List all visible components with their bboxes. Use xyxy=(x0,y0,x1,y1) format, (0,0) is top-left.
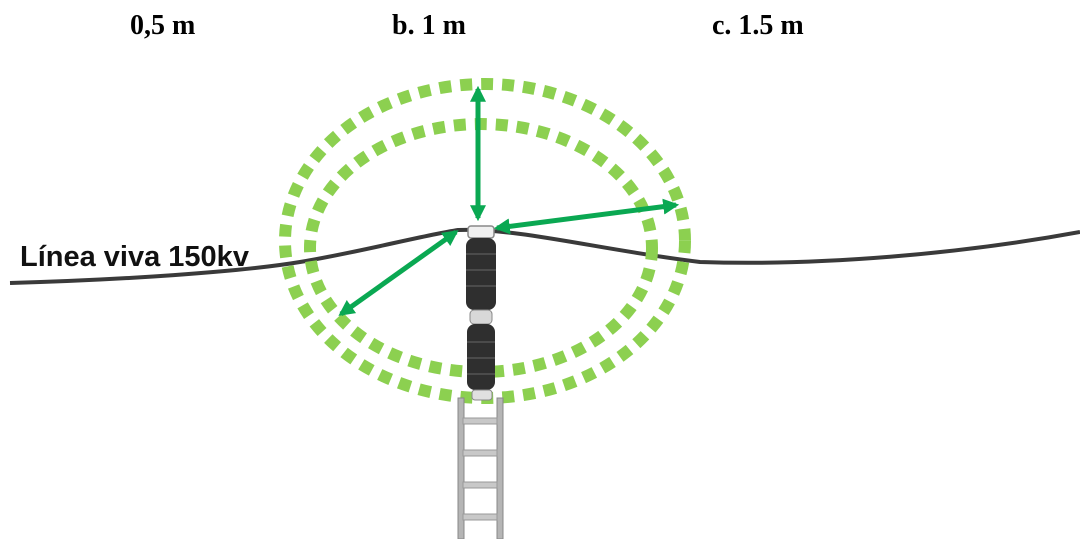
ladder-icon xyxy=(457,397,504,539)
option-b-label: b. 1 m xyxy=(392,10,466,41)
arrow-left-down xyxy=(338,229,459,317)
option-c-label: c. 1.5 m xyxy=(712,10,804,41)
insulator-icon xyxy=(466,225,496,401)
power-line-label: Línea viva 150kv xyxy=(20,241,249,273)
option-a-label: 0,5 m xyxy=(130,10,196,41)
arrow-right xyxy=(493,198,680,235)
